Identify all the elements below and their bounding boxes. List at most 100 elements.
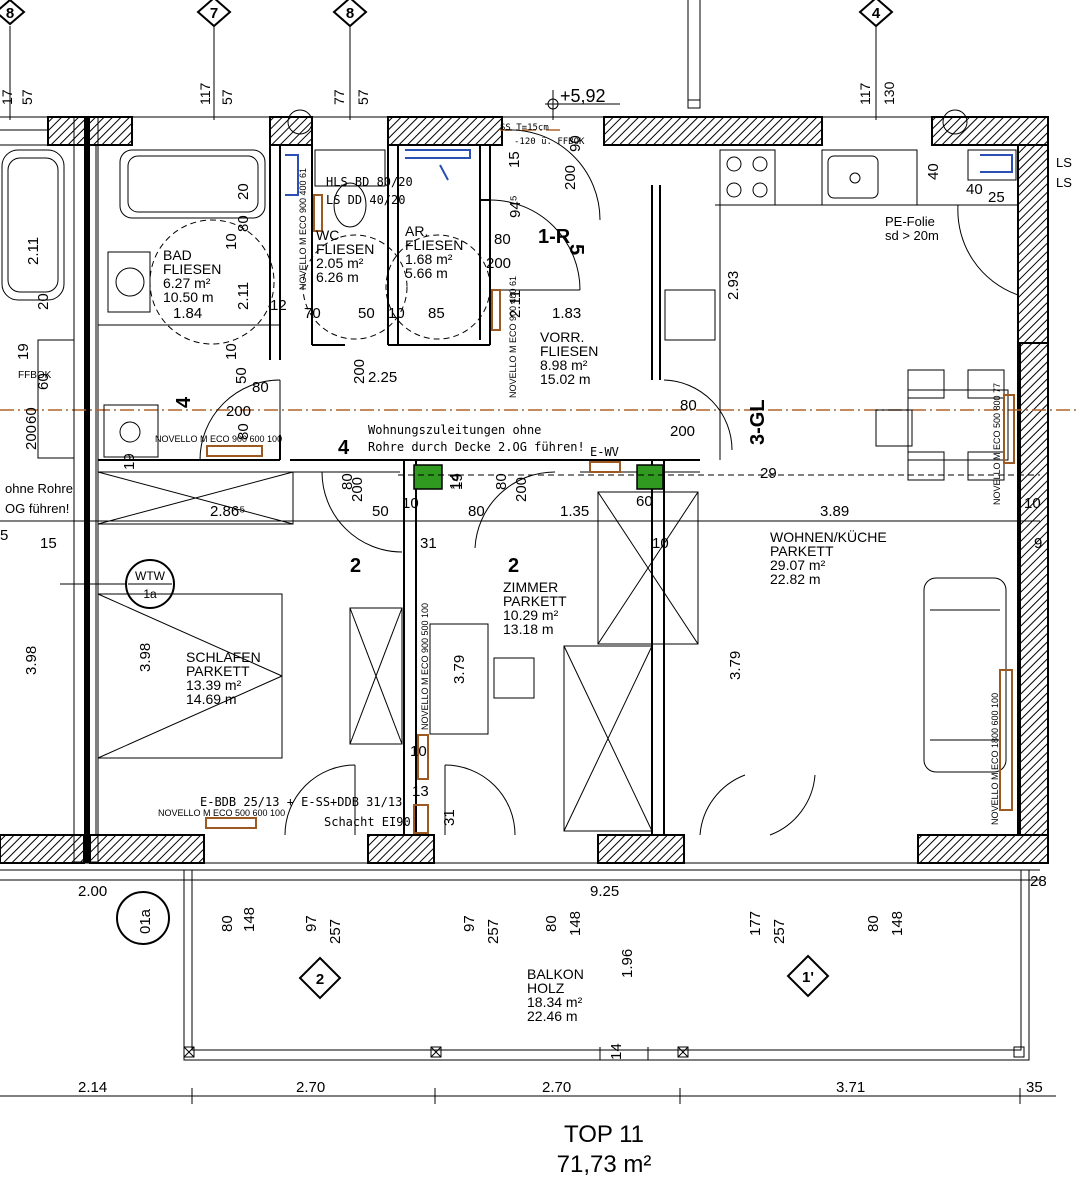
dim-label: 200 [486,255,511,272]
room-perimeter: 13.18 m [503,621,554,637]
unit-title: TOP 11 71,73 m² [557,1121,652,1178]
room-name: VORR. [540,329,584,345]
room-floor: HOLZ [527,980,565,996]
room-area: 29.07 m² [770,557,826,573]
axis-label: 8 [6,5,14,22]
room-perimeter: 14.69 m [186,691,237,707]
dim-label: 57 [355,89,371,105]
room-area: 10.29 m² [503,607,559,623]
dim-label: 80 [339,473,356,490]
dim-label: 29 [760,465,777,482]
dim-label: 3.98 [23,646,40,675]
dim-label: 177 [747,911,764,936]
furniture [97,471,699,832]
level-mark: +5,92 [545,86,620,120]
dim-label: 148 [241,907,258,932]
dim-label: 2.00 [78,883,107,900]
room-floor: PARKETT [770,543,834,559]
dim-label: 9.25 [590,883,619,900]
radiator-label: NOVELLO M ECO 900 600 100 [155,434,282,444]
room-ar: AR. FLIESEN 1.68 m² 5.66 m [405,223,463,281]
note-text: PE-Folie [885,214,935,229]
room-name: AR. [405,223,428,239]
room-perimeter: 5.66 m [405,265,448,281]
wc-fixtures [285,149,491,340]
room-perimeter: 6.26 m [316,269,359,285]
dim-label: 60 [23,407,40,424]
room-wc: WC FLIESEN 2.05 m² 6.26 m [316,227,374,285]
room-name: BALKON [527,966,584,982]
dim-label: 3.71 [836,1079,865,1096]
dim-label: 3.98 [137,643,154,672]
door-number: 4 [338,437,350,459]
room-area: 2.05 m² [316,255,364,271]
dim-label: 50 [372,503,389,520]
room-area: 8.98 m² [540,357,588,373]
radiator-label: NOVELLO M ECO 500 600 100 [158,808,285,818]
dims-top: 17 57 117 57 77 57 117 130 [0,81,897,105]
dim-label: 80 [543,915,560,932]
axis-label: 2 [316,971,324,988]
room-vorr: VORR. FLIESEN 8.98 m² 15.02 m [540,329,598,387]
dim-label: 1.83 [552,305,581,322]
room-floor: FLIESEN [405,237,463,253]
axis-marker: 8 [332,0,368,28]
dim-label: 2.93 [725,271,742,300]
wtw-label: WTW [135,569,166,583]
dim-label: 2.70 [542,1079,571,1096]
dim-label: 35 [1026,1079,1043,1096]
dim-label: 2.86⁵ [210,503,245,520]
bad-fixtures [103,149,275,458]
dim-label: 31 [420,535,437,552]
room-dim: 1.84 [173,305,202,322]
room-floor: FLIESEN [540,343,598,359]
door-number: 2 [350,555,361,577]
axis-marker: 4 [858,0,894,28]
note-text: FFBOK [18,370,52,381]
room-name: WOHNEN/KÜCHE [770,528,887,545]
dim-label: 200 [351,359,368,384]
dim-label: 50 [233,367,250,384]
room-schlafen: SCHLAFEN PARKETT 13.39 m² 14.69 m [186,649,261,707]
note-text: E-WV [590,445,619,459]
dim-label: 19 [15,343,32,360]
note-text: LS [1056,155,1072,170]
axis-label: 8 [346,5,354,22]
dim-label: 28 [1030,873,1047,890]
dim-label: 77 [331,89,347,105]
walls [0,116,1049,871]
dim-label: 148 [889,911,906,936]
dim-label: 3.79 [727,651,744,680]
dim-label: 97 [303,915,320,932]
room-name: WC [316,227,339,243]
dim-label: 80 [494,231,511,248]
room-area: 1.68 m² [405,251,453,267]
dim-label: 40 [966,181,983,198]
dim-label: 80 [493,473,510,490]
room-bad: BAD FLIESEN 6.27 m² 10.50 m 1.84 [163,247,221,322]
axis-label: 4 [872,5,881,22]
axis-01a: 01a [116,891,170,945]
dim-label: 57 [19,89,35,105]
dim-label: 10 [1024,495,1041,512]
note-text: LS DD 40/20 [326,193,405,207]
wtw-label: 1a [143,587,157,601]
dim-label: 200 [513,477,530,502]
radiator-label: NOVELLO M ECO 900 500 100 [420,603,430,730]
axis-marker-2: 2 [298,956,342,1000]
dim-label: 97 [461,915,478,932]
room-perimeter: 10.50 m [163,289,214,305]
dim-label: 3.79 [451,655,468,684]
dim-label: 1.96 [619,949,636,978]
dim-label: 200 [562,165,579,190]
dim-label: 80 [252,379,269,396]
dim-label: 57 [219,89,235,105]
dim-label: 94⁵ [507,195,524,218]
note-text: Rohre durch Decke 2.OG führen! [368,440,585,454]
axis-marker-1: 1' [786,954,830,998]
room-wohnen: WOHNEN/KÜCHE PARKETT 29.07 m² 22.82 m [770,528,887,587]
dim-label: 2.70 [296,1079,325,1096]
radiators: NOVELLO M ECO 900 400 61 NOVELLO M ECO 9… [155,168,1015,834]
dim-label: 10 [223,343,240,360]
